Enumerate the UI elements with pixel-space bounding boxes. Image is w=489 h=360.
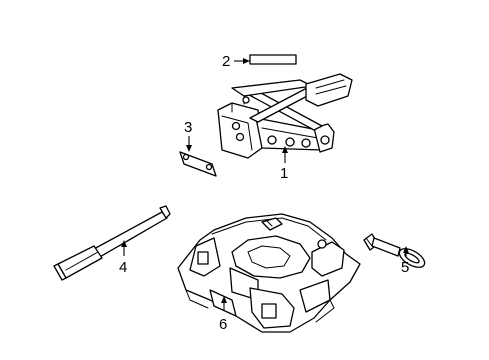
jack-end-hole — [320, 135, 330, 145]
label-body — [249, 54, 297, 65]
tray-left-slot — [197, 251, 209, 265]
callout-2: 2 — [222, 53, 250, 70]
jack-lower-arm-edge — [261, 127, 319, 139]
tray-center-inner — [247, 245, 291, 269]
jack-part[interactable] — [217, 73, 353, 159]
callout-4: 4 — [119, 240, 127, 276]
callout-5: 5 — [401, 246, 409, 276]
link-hole-1 — [182, 153, 190, 161]
callout-5-arrowhead — [403, 246, 409, 253]
link-body — [179, 151, 217, 177]
tray-rim — [211, 217, 327, 241]
tray-foot-left — [185, 289, 209, 309]
jack-base-hole-2 — [235, 132, 245, 142]
tow-hook-part[interactable] — [363, 233, 428, 271]
jack-base-hole-1 — [231, 121, 241, 131]
callout-3-number: 3 — [184, 119, 192, 136]
callout-4-number: 4 — [119, 259, 127, 276]
callout-6: 6 — [219, 296, 227, 333]
tray-right-knob — [317, 239, 327, 249]
callout-4-arrowhead — [121, 240, 127, 247]
callout-3-arrowhead — [186, 145, 192, 152]
link-hole-2 — [205, 163, 213, 171]
callout-5-number: 5 — [401, 259, 409, 276]
handle-grip-line — [65, 251, 99, 271]
callout-2-arrowhead — [243, 58, 250, 64]
jack-handle-part[interactable] — [53, 205, 171, 281]
tow-hook-shaft — [371, 237, 401, 257]
callout-1-arrowhead — [282, 146, 288, 153]
callout-3: 3 — [184, 119, 192, 152]
tow-hook-eye-hole — [404, 252, 420, 264]
jack-arm-hole-1 — [267, 135, 277, 145]
handle-tip — [159, 205, 171, 219]
callout-1: 1 — [280, 146, 288, 182]
link-part[interactable] — [179, 151, 217, 177]
callout-1-number: 1 — [280, 165, 288, 182]
jack-arm-hole-2 — [285, 137, 295, 147]
jack-base — [217, 102, 263, 159]
jack-screw-line-2 — [315, 85, 347, 95]
callout-6-arrowhead — [221, 296, 227, 303]
tray-center-recess — [231, 235, 311, 279]
jack-screw-housing — [305, 73, 353, 107]
jack-base-edge — [221, 115, 253, 151]
tool-tray-part[interactable] — [177, 213, 361, 333]
tray-foot-right — [315, 299, 335, 323]
tray-top-slot-line — [265, 219, 273, 227]
handle-end — [53, 263, 67, 281]
tow-hook-thread-line — [365, 237, 373, 247]
callout-2-number: 2 — [222, 53, 230, 70]
label-part[interactable] — [249, 54, 297, 65]
tray-front-slot — [261, 303, 277, 319]
callout-6-number: 6 — [219, 316, 227, 333]
tray-right-boss — [311, 241, 345, 277]
jack-arm-hole-3 — [301, 138, 311, 148]
jack-screw-line-1 — [315, 79, 345, 89]
jack-pivot — [242, 96, 250, 104]
handle-shaft — [91, 211, 168, 259]
